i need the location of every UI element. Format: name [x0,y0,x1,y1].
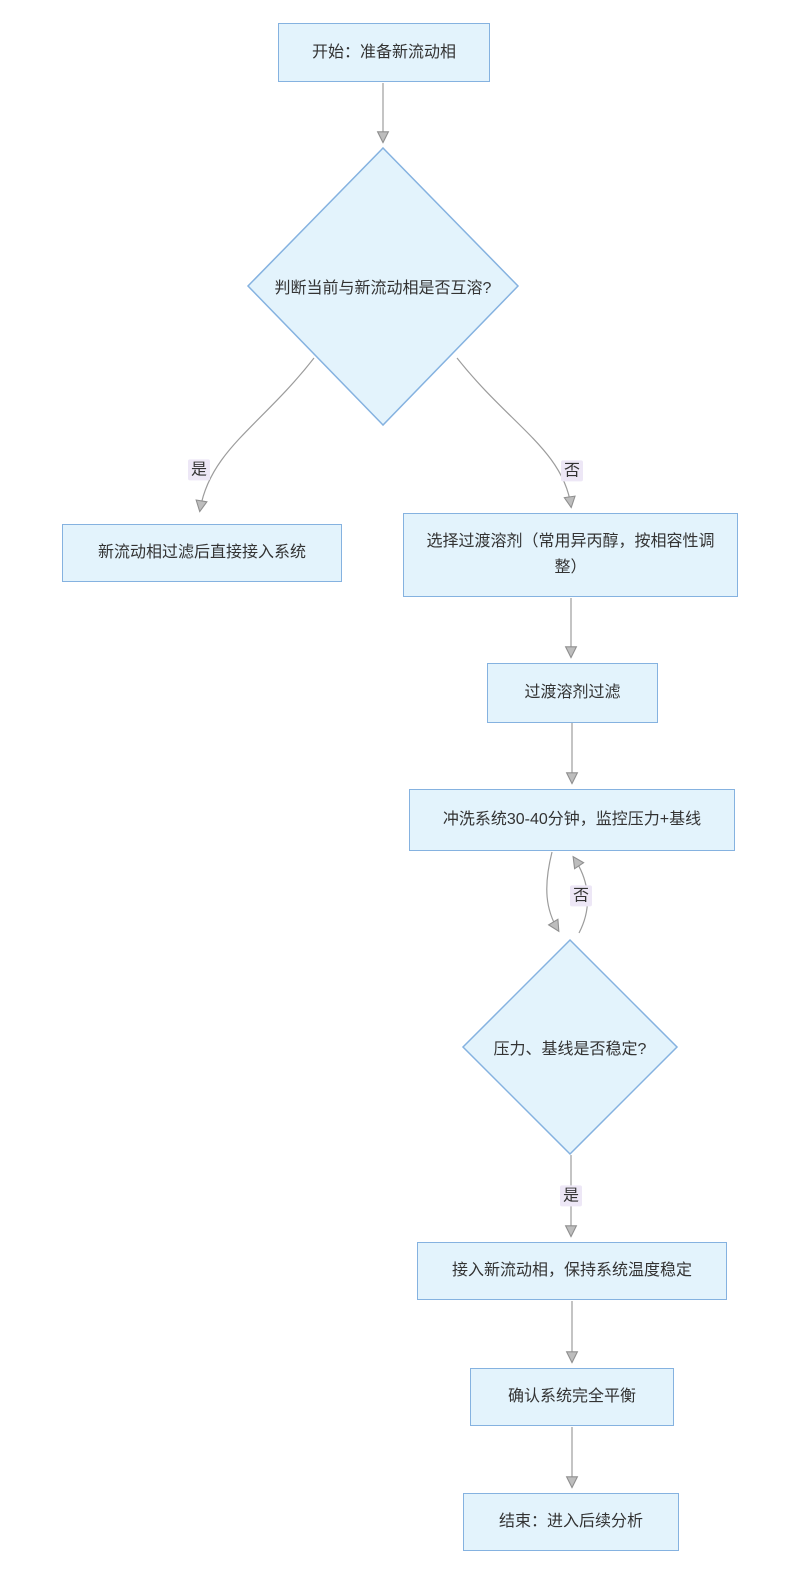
node-confirm-equilibrium: 确认系统完全平衡 [470,1368,674,1426]
edge-flush-to-stable [546,851,558,930]
node-transition-solvent: 选择过渡溶剂（常用异丙醇，按相容性调整） [403,513,738,597]
decision-stable-shape [461,938,679,1156]
edge-label-no-2: 否 [569,885,593,907]
edge-miscible-no-to-transition-solvent [456,357,571,506]
decision-miscible-shape [246,146,520,427]
node-flush-system: 冲洗系统30-40分钟，监控压力+基线 [409,789,735,851]
edge-label-yes-2: 是 [559,1185,583,1207]
node-end: 结束：进入后续分析 [463,1493,679,1551]
edge-label-no-1: 否 [560,460,584,482]
edge-label-yes-1: 是 [187,459,211,481]
edge-miscible-yes-to-direct-connect [200,357,315,510]
node-start: 开始：准备新流动相 [278,23,490,82]
node-connect-new-phase: 接入新流动相，保持系统温度稳定 [417,1242,727,1300]
decision-stable-label: 压力、基线是否稳定? [493,1041,647,1058]
decision-miscible-label: 判断当前与新流动相是否互溶? [274,280,492,297]
node-direct-connect: 新流动相过滤后直接接入系统 [62,524,342,582]
node-filter-transition: 过渡溶剂过滤 [487,663,658,723]
